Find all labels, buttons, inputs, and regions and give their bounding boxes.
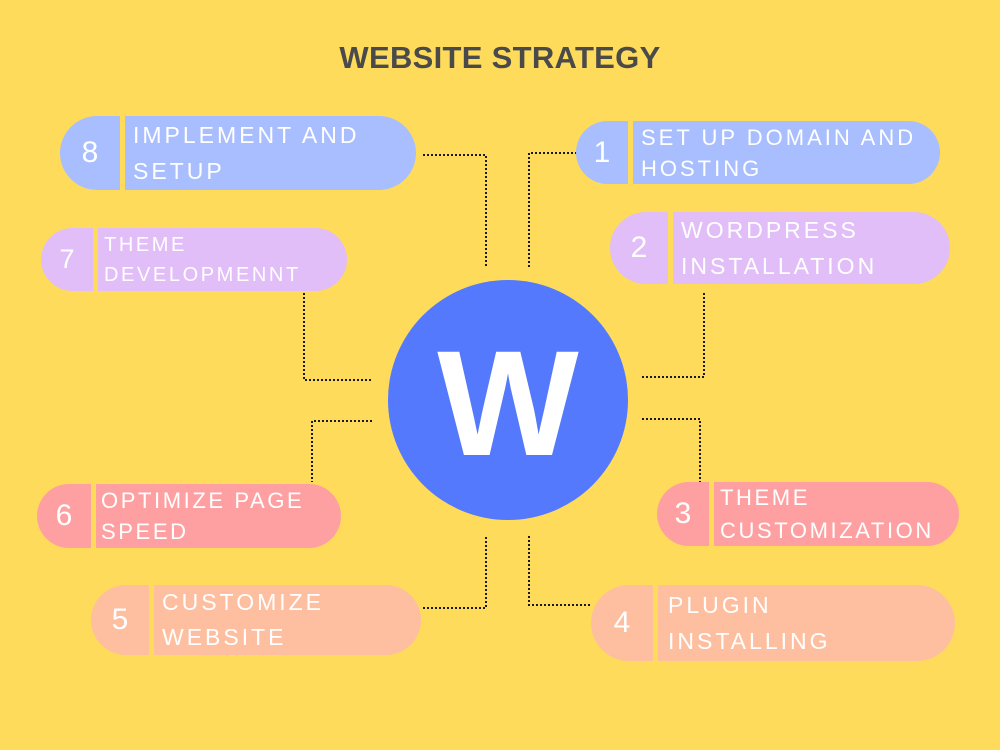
pill-divider — [628, 121, 633, 184]
connector-step-3 — [642, 418, 701, 482]
step-label: WORDPRESS INSTALLATION — [681, 217, 878, 279]
connector-step-2 — [642, 293, 705, 378]
pill-divider — [668, 212, 673, 284]
step-label: CUSTOMIZE WEBSITE — [162, 589, 325, 650]
step-pill-5: 5 CUSTOMIZE WEBSITE — [91, 585, 421, 655]
pill-divider — [709, 482, 714, 546]
step-number: 3 — [674, 497, 692, 530]
step-label: THEME DEVELOPMENNT — [104, 233, 301, 286]
connector-step-4 — [528, 535, 590, 606]
step-pill-1: 1 SET UP DOMAIN AND HOSTING — [576, 121, 940, 184]
step-number: 2 — [630, 231, 648, 264]
pill-divider — [653, 585, 658, 661]
step-label: OPTIMIZE PAGE SPEED — [101, 488, 305, 544]
step-pill-6: 6 OPTIMIZE PAGE SPEED — [37, 484, 341, 548]
step-number: 7 — [59, 244, 75, 274]
step-label: THEME CUSTOMIZATION — [720, 485, 934, 543]
pill-divider — [91, 484, 96, 548]
connector-step-6 — [311, 420, 372, 482]
diagram-title: WEBSITE STRATEGY — [339, 40, 661, 75]
step-label: IMPLEMENT AND SETUP — [133, 122, 360, 184]
step-label: PLUGIN INSTALLING — [668, 592, 831, 654]
pill-divider — [149, 585, 154, 655]
wordpress-hub-icon: W — [388, 280, 628, 520]
step-pill-8: 8 IMPLEMENT AND SETUP — [60, 116, 416, 190]
step-number: 8 — [81, 136, 99, 169]
step-pill-2: 2 WORDPRESS INSTALLATION — [610, 212, 950, 284]
hub-letter: W — [437, 319, 579, 487]
connector-step-1 — [528, 152, 577, 268]
step-number: 1 — [593, 135, 611, 169]
connector-step-7 — [303, 293, 372, 381]
connector-step-8 — [423, 154, 487, 268]
connector-step-5 — [423, 535, 487, 609]
step-number: 6 — [55, 499, 73, 532]
step-pill-3: 3 THEME CUSTOMIZATION — [657, 482, 959, 546]
step-label: SET UP DOMAIN AND HOSTING — [641, 124, 917, 181]
pill-divider — [120, 116, 125, 190]
pill-divider — [93, 228, 98, 291]
step-number: 4 — [613, 606, 631, 639]
step-pill-7: 7 THEME DEVELOPMENNT — [41, 228, 347, 291]
step-number: 5 — [111, 603, 129, 636]
step-pill-4: 4 PLUGIN INSTALLING — [591, 585, 955, 661]
